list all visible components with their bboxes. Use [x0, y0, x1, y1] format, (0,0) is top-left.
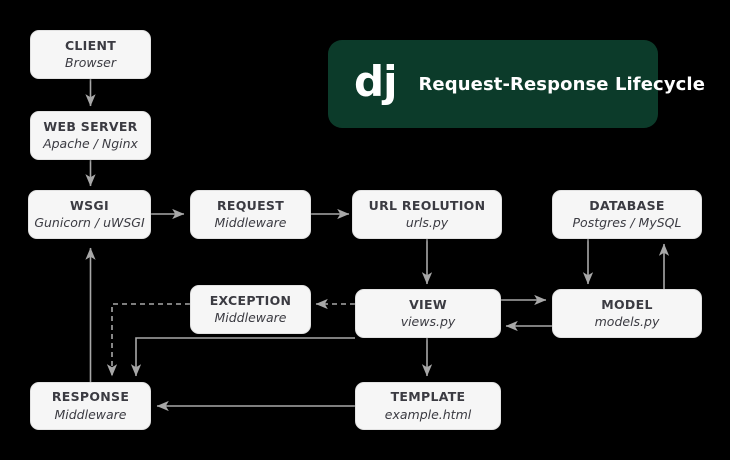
node-web-server[interactable]: WEB SERVER Apache / Nginx	[30, 111, 151, 160]
node-database-subtitle: Postgres / MySQL	[572, 215, 682, 230]
node-exception-title: EXCEPTION	[209, 292, 292, 308]
node-template-subtitle: example.html	[384, 406, 472, 422]
node-database[interactable]: DATABASE Postgres / MySQL	[552, 190, 702, 239]
node-request-title: REQUEST	[216, 197, 285, 213]
node-url-resolution-subtitle: urls.py	[405, 215, 449, 230]
node-exception[interactable]: EXCEPTION Middleware	[190, 285, 311, 334]
banner-title: Request-Response Lifecycle	[418, 73, 705, 95]
node-view[interactable]: VIEW views.py	[355, 289, 501, 338]
node-request[interactable]: REQUEST Middleware	[190, 190, 311, 239]
node-database-title: DATABASE	[589, 197, 665, 213]
node-wsgi[interactable]: WSGI Gunicorn / uWSGI	[28, 190, 151, 239]
node-view-title: VIEW	[409, 296, 447, 312]
node-model-title: MODEL	[601, 296, 653, 312]
header-banner: dj Request-Response Lifecycle	[328, 40, 705, 128]
node-wsgi-title: WSGI	[70, 197, 109, 213]
node-client-subtitle: Browser	[65, 55, 116, 70]
node-exception-subtitle: Middleware	[214, 310, 287, 325]
node-template-title: TEMPLATE	[390, 389, 466, 405]
django-logo: dj	[354, 57, 397, 106]
node-web-server-subtitle: Apache / Nginx	[43, 136, 138, 151]
edge-exception-response	[106, 303, 190, 377]
node-web-server-title: WEB SERVER	[43, 118, 138, 134]
node-request-subtitle: Middleware	[214, 215, 287, 230]
node-url-resolution[interactable]: URL REOLUTION urls.py	[352, 190, 502, 239]
node-response-title: RESPONSE	[51, 389, 130, 405]
node-response-subtitle: Middleware	[54, 406, 127, 422]
node-client-title: CLIENT	[64, 37, 117, 53]
node-view-subtitle: views.py	[400, 314, 456, 329]
node-template[interactable]: TEMPLATE example.html	[355, 382, 501, 430]
node-model-subtitle: models.py	[594, 314, 660, 329]
node-wsgi-subtitle: Gunicorn / uWSGI	[34, 215, 145, 230]
node-url-resolution-title: URL REOLUTION	[368, 197, 486, 213]
node-model[interactable]: MODEL models.py	[552, 289, 702, 338]
node-response[interactable]: RESPONSE Middleware	[30, 382, 151, 430]
edge-view-response	[130, 337, 355, 377]
node-client[interactable]: CLIENT Browser	[30, 30, 151, 79]
